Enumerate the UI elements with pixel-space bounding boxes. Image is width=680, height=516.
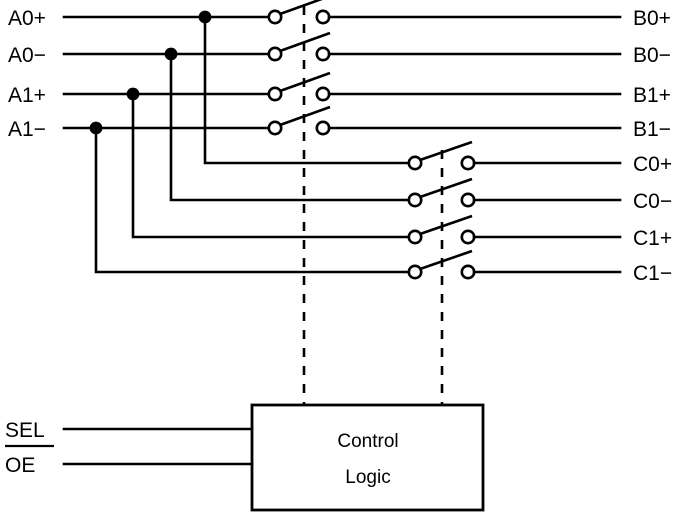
output-label-c1m: C1− xyxy=(633,262,672,285)
output-label-b0p: B0+ xyxy=(633,7,671,30)
switch-terminal-right-c1m xyxy=(460,264,476,280)
switch-b0p[interactable] xyxy=(267,0,331,25)
switch-terminal-right-b0p xyxy=(315,9,331,25)
switch-terminal-right-b1m xyxy=(315,120,331,136)
junction-dots-group xyxy=(89,10,212,135)
input-label-a0m: A0− xyxy=(8,44,46,67)
switch-terminal-right-c1p xyxy=(460,229,476,245)
switch-terminal-left-b0m xyxy=(267,46,283,62)
junction-dot-a0p xyxy=(198,10,212,24)
output-label-c0m: C0− xyxy=(633,190,672,213)
output-labels-group: B0+ B0− B1+ B1− C0+ C0− C1+ C1− xyxy=(633,7,672,285)
switch-arm-c1m xyxy=(419,249,473,271)
control-logic-block: Control Logic xyxy=(250,403,485,512)
control-logic-box xyxy=(250,403,485,512)
output-label-c0p: C0+ xyxy=(633,153,672,176)
junction-dot-a1m xyxy=(89,121,103,135)
switch-terminal-left-b1m xyxy=(267,120,283,136)
control-label-oe: OE xyxy=(5,454,35,477)
route-a0p-to-c0p xyxy=(203,15,411,165)
control-logic-line2: Logic xyxy=(345,467,390,488)
route-a1m-to-c1m xyxy=(94,126,411,274)
tap-routing-group xyxy=(94,15,411,274)
switch-b0m[interactable] xyxy=(267,31,331,62)
route-a1p-to-c1p xyxy=(131,92,411,239)
control-logic-line1: Control xyxy=(337,431,398,452)
switch-terminal-right-c0m xyxy=(460,192,476,208)
switch-terminal-left-b0p xyxy=(267,9,283,25)
input-label-a0p: A0+ xyxy=(8,7,46,30)
switch-arm-c1p xyxy=(419,214,473,236)
switch-terminal-right-b0m xyxy=(315,46,331,62)
control-label-sel: SEL xyxy=(5,419,45,442)
control-linkage-group xyxy=(302,6,444,405)
route-a0m-to-c0m xyxy=(169,52,411,202)
output-label-b1p: B1+ xyxy=(633,84,671,107)
switch-arm-c0p xyxy=(419,140,473,162)
input-rails-group xyxy=(62,15,271,130)
switch-terminal-left-b1p xyxy=(267,86,283,102)
switch-b1m[interactable] xyxy=(267,105,331,136)
control-input-wires-group xyxy=(62,427,254,466)
switch-bank-b xyxy=(267,0,331,136)
output-label-b1m: B1− xyxy=(633,118,671,141)
control-input-labels-group: SEL OE xyxy=(5,419,54,477)
output-label-b0m: B0− xyxy=(633,44,671,67)
switch-terminal-right-b1p xyxy=(315,86,331,102)
switch-terminal-left-c1m xyxy=(407,264,423,280)
switch-terminal-left-c0m xyxy=(407,192,423,208)
switch-terminal-left-c0p xyxy=(407,155,423,171)
switch-arm-c0m xyxy=(419,177,473,199)
switch-c0p[interactable] xyxy=(407,140,476,171)
switch-terminal-right-c0p xyxy=(460,155,476,171)
switch-c1p[interactable] xyxy=(407,214,476,245)
switch-b1p[interactable] xyxy=(267,71,331,102)
output-rails-group xyxy=(327,15,622,274)
input-labels-group: A0+ A0− A1+ A1− xyxy=(8,7,46,141)
switch-terminal-left-c1p xyxy=(407,229,423,245)
input-label-a1m: A1− xyxy=(8,118,46,141)
output-label-c1p: C1+ xyxy=(633,227,672,250)
input-label-a1p: A1+ xyxy=(8,84,46,107)
switch-arm-b0p xyxy=(279,0,323,16)
junction-dot-a1p xyxy=(126,87,140,101)
junction-dot-a0m xyxy=(164,47,178,61)
